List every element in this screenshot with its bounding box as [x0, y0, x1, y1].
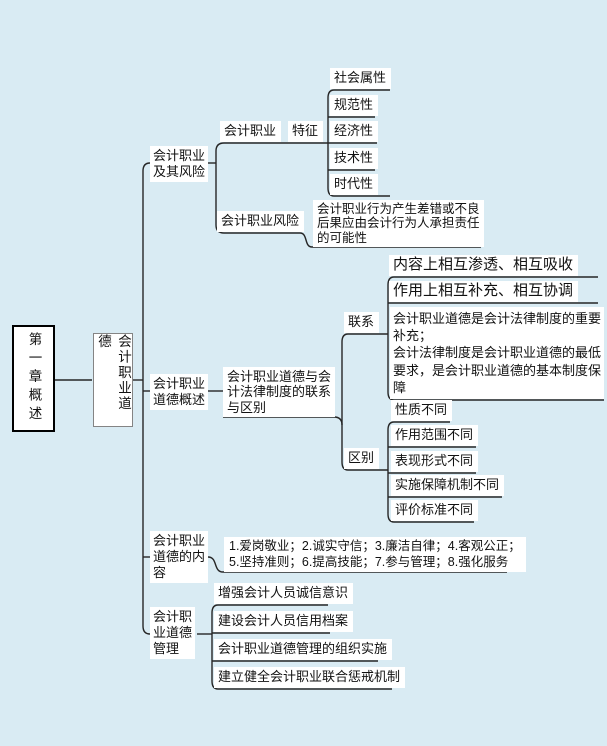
text-line: 障 — [393, 379, 407, 395]
node-line: 会计职 — [153, 609, 193, 624]
node-feature[interactable]: 特征 — [288, 121, 324, 142]
node-normative[interactable]: 规范性 — [330, 95, 379, 116]
text-line: 补充； — [393, 328, 433, 344]
node-diff-guarantee[interactable]: 实施保障机制不同 — [391, 475, 505, 496]
text-line: 会计职业道德与会 — [227, 368, 332, 384]
text-line: 计法律制度的联系 — [227, 384, 332, 399]
node-economic[interactable]: 经济性 — [330, 121, 379, 142]
node-line: 容 — [153, 565, 167, 580]
text-line: 会计职业道德是会计法律制度的重要 — [393, 310, 602, 326]
node-line: 会计职业 — [153, 533, 206, 548]
node-ethics-management[interactable]: 会计职 业道德 管理 — [150, 607, 196, 659]
node-mgmt-joint-punishment[interactable]: 建立健全会计职业联合惩戒机制 — [214, 667, 406, 688]
node-mgmt-organization[interactable]: 会计职业道德管理的组织实施 — [214, 639, 393, 660]
node-occupation[interactable]: 会计职业 — [220, 121, 282, 142]
text-line: 会计法律制度是会计职业道德的最低 — [393, 345, 602, 361]
text-line: 的可能性 — [317, 230, 368, 245]
node-era[interactable]: 时代性 — [330, 174, 379, 195]
node-mgmt-integrity-awareness[interactable]: 增强会计人员诚信意识 — [214, 583, 354, 604]
text-line: 与区别 — [227, 399, 267, 415]
node-occupation-risk[interactable]: 会计职业风险 — [217, 211, 305, 232]
node-ethics-content[interactable]: 会计职业 道德的内 容 — [150, 531, 209, 583]
node-line: 会计职业 — [153, 148, 206, 163]
node-line: 管理 — [153, 641, 180, 656]
node-line: 业道德 — [153, 625, 193, 640]
node-mgmt-credit-file[interactable]: 建设会计人员信用档案 — [214, 611, 354, 632]
node-ethics-overview[interactable]: 会计职业 道德概述 — [150, 374, 209, 410]
node-diff-standard[interactable]: 评价标准不同 — [391, 500, 479, 521]
node-relation-with-law[interactable]: 会计职业道德与会 计法律制度的联系 与区别 — [223, 366, 336, 417]
node-diff-form[interactable]: 表现形式不同 — [391, 451, 479, 472]
node-occupation-and-risk[interactable]: 会计职业 及其风险 — [150, 146, 209, 182]
text-line: 5.坚持准则；6.提高技能；7.参与管理；8.强化服务 — [229, 554, 509, 569]
node-link-description[interactable]: 会计职业道德是会计法律制度的重要 补充； 会计法律制度是会计职业道德的最低 要求… — [390, 306, 605, 399]
node-content-items[interactable]: 1.爱岗敬业；2.诚实守信；3.廉洁自律；4.客观公正； 5.坚持准则；6.提高… — [224, 537, 526, 572]
node-risk-description[interactable]: 会计职业行为产生差错或不良 后果应由会计行为人承担责任 的可能性 — [313, 199, 484, 247]
root-node-chapter[interactable]: 第一章概述 — [12, 325, 55, 432]
node-line: 道德概述 — [153, 392, 206, 407]
node-link[interactable]: 联系 — [344, 312, 380, 333]
node-link-function-mutual[interactable]: 作用上相互补充、相互协调 — [389, 281, 579, 302]
node-accounting-ethics[interactable]: 会计职业道德 — [93, 333, 133, 427]
node-technical[interactable]: 技术性 — [330, 148, 379, 169]
node-link-content-mutual[interactable]: 内容上相互渗透、相互吸收 — [389, 255, 579, 276]
node-line: 及其风险 — [153, 164, 206, 179]
text-line: 会计职业行为产生差错或不良 — [317, 201, 480, 216]
node-difference[interactable]: 区别 — [344, 448, 380, 469]
node-diff-scope[interactable]: 作用范围不同 — [391, 425, 479, 446]
node-social-attribute[interactable]: 社会属性 — [330, 68, 392, 89]
text-line: 要求，是会计职业道德的基本制度保 — [393, 362, 602, 378]
node-line: 会计职业 — [153, 376, 206, 391]
text-line: 后果应由会计行为人承担责任 — [317, 216, 480, 230]
text-line: 1.爱岗敬业；2.诚实守信；3.廉洁自律；4.客观公正； — [229, 539, 521, 553]
node-line: 道德的内 — [153, 549, 206, 564]
node-diff-nature[interactable]: 性质不同 — [391, 400, 453, 421]
